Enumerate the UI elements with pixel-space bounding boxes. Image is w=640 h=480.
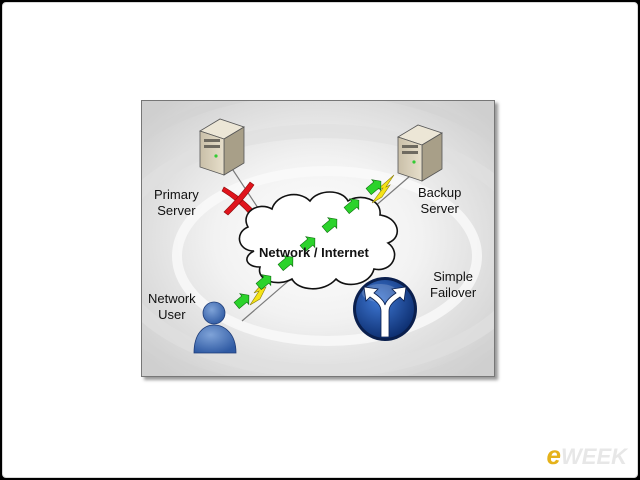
backup-server-label-line2: Server [420,201,459,216]
primary-server-icon [199,118,245,176]
watermark-week-text: WEEK [561,444,627,469]
watermark-letter-e: e [546,440,561,470]
eweek-watermark-logo: eWEEK [547,440,627,471]
primary-server-label-line1: Primary [154,187,199,202]
network-internet-label: Network / Internet [259,245,369,260]
diagram-canvas [142,101,494,376]
failure-x-icon [221,181,257,218]
failover-fork-icon [353,277,417,341]
failover-diagram: Primary Server Backup Server Network / I… [141,100,495,377]
backup-server-label-line1: Backup [418,185,462,200]
backup-server-icon [397,124,443,182]
network-user-icon [193,301,237,354]
traffic-arrows [233,179,382,309]
network-user-label: Network User [148,291,196,323]
primary-server-label-line2: Server [157,203,196,218]
simple-failover-label: Simple Failover [430,269,476,301]
simple-failover-label-line2: Failover [430,285,477,300]
backup-server-label: Backup Server [418,185,461,217]
lightning-bolt-backup-icon [371,174,395,204]
network-user-label-line1: Network [148,291,196,306]
primary-server-label: Primary Server [154,187,199,219]
network-user-label-line2: User [158,307,186,322]
simple-failover-label-line1: Simple [433,269,473,284]
